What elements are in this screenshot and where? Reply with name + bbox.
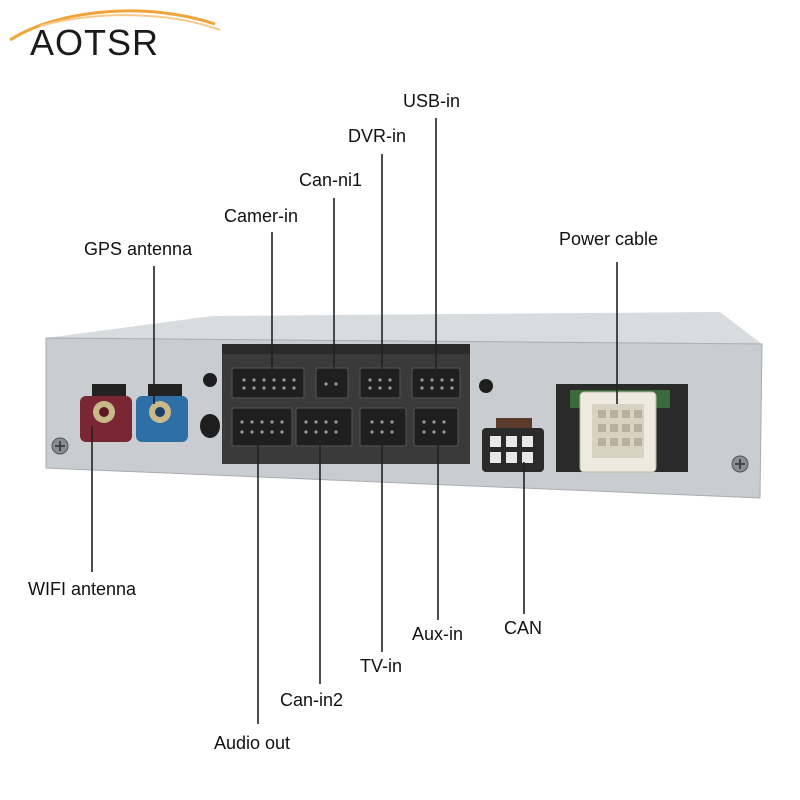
label-usb-in: USB-in <box>403 91 461 111</box>
label-can-ni1: Can-ni1 <box>299 170 363 190</box>
can-connector <box>482 428 544 472</box>
label-can-in2: Can-in2 <box>280 690 344 710</box>
screw-icon <box>203 373 217 387</box>
can-in2-connector <box>295 407 353 447</box>
dvr-in-connector <box>359 367 401 399</box>
label-audio-out: Audio out <box>214 733 291 753</box>
label-wifi-antenna: WIFI antenna <box>28 579 137 599</box>
can-ni1-connector <box>315 367 349 399</box>
audio-out-connector <box>231 407 293 447</box>
aux-in-connector <box>413 407 459 447</box>
label-tv-in: TV-in <box>360 656 403 676</box>
label-camer-in: Camer-in <box>224 206 299 226</box>
label-dvr-in: DVR-in <box>348 126 407 146</box>
label-gps-antenna: GPS antenna <box>84 239 193 259</box>
brand-logo: AOTSR <box>30 22 160 63</box>
tv-in-connector <box>359 407 407 447</box>
camer-in-connector <box>231 367 305 399</box>
port-hole-icon <box>200 414 220 438</box>
label-power-cable: Power cable <box>559 229 659 249</box>
device-top-face <box>46 312 762 344</box>
logo-swoosh-icon <box>9 9 221 42</box>
label-can: CAN <box>504 618 543 638</box>
label-aux-in: Aux-in <box>412 624 464 644</box>
screw-icon <box>479 379 493 393</box>
